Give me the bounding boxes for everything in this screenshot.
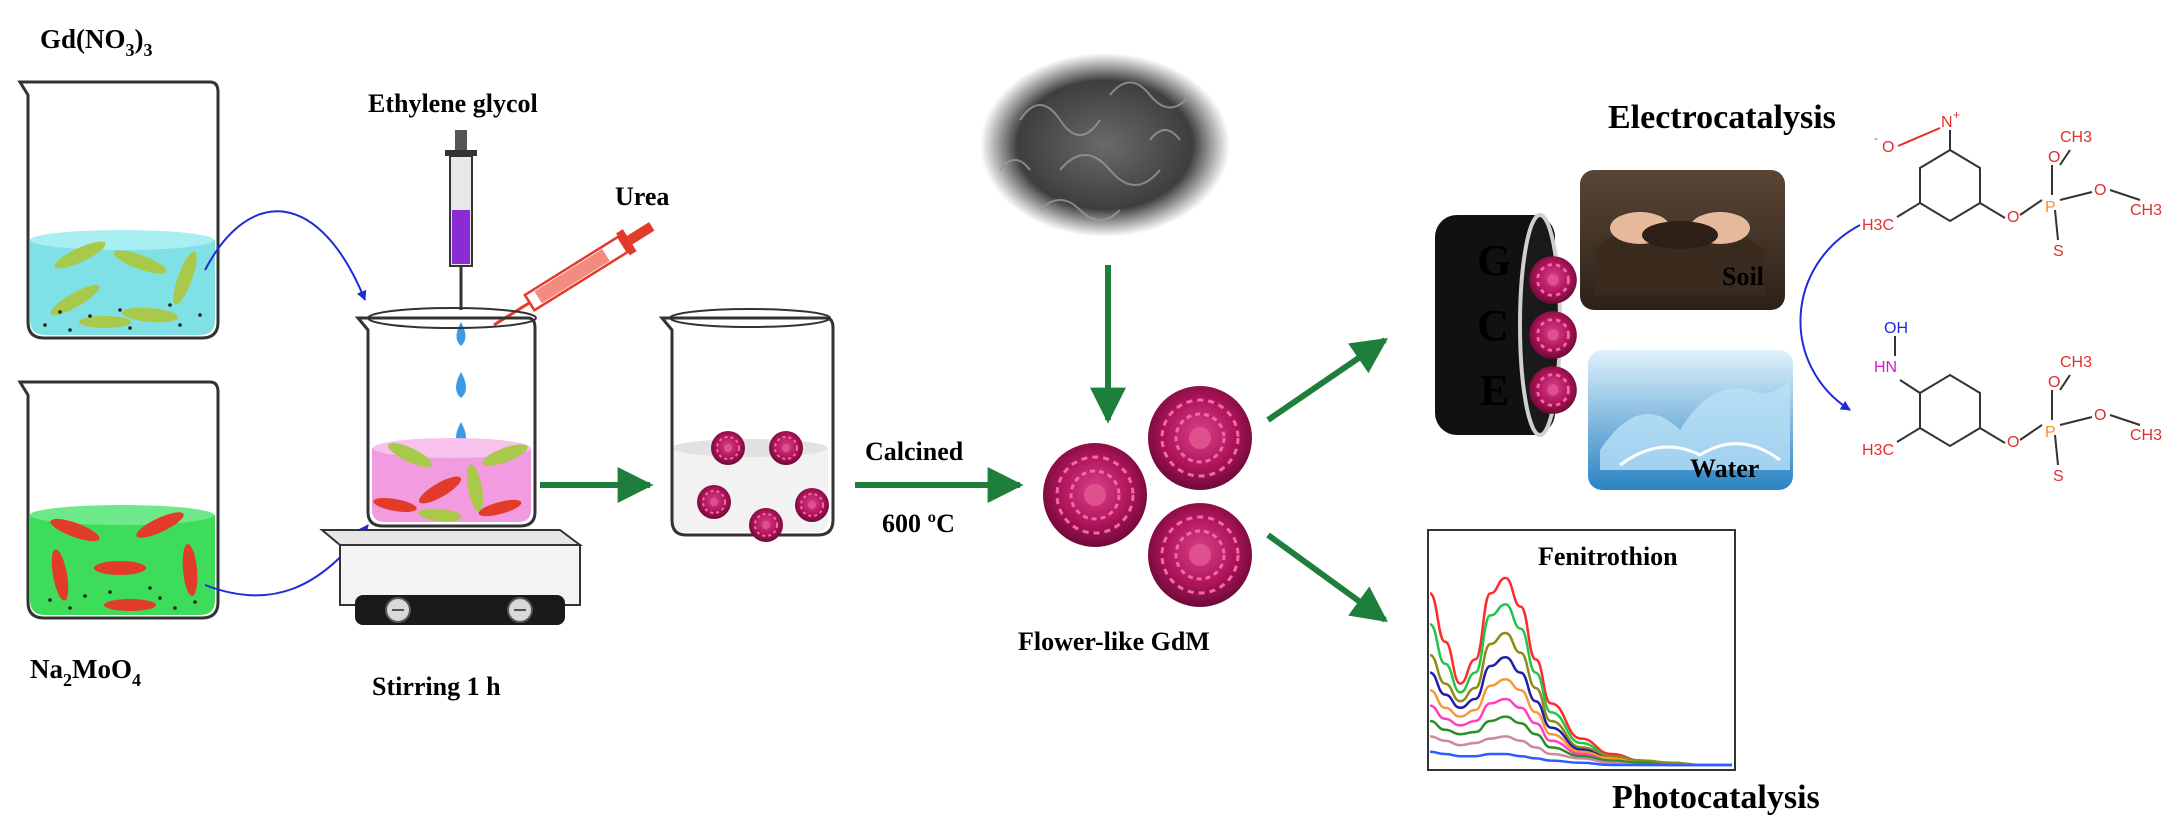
gd-ellipsoid bbox=[173, 251, 197, 305]
urea-syringe bbox=[493, 222, 655, 327]
methyl-label: H3C bbox=[1862, 442, 1894, 459]
mix-ellipsoid bbox=[482, 444, 528, 466]
water-label: Water bbox=[1690, 454, 1759, 483]
mix-ellipsoid bbox=[388, 443, 432, 467]
mix-ellipsoid bbox=[466, 464, 484, 512]
sodium-molybdate-beaker bbox=[17, 380, 220, 620]
methoxy-ch3: CH3 bbox=[2060, 354, 2092, 371]
uv-vis-spectrum-chart: Fenitrothion bbox=[1427, 529, 1736, 771]
nitro-n: N bbox=[1941, 114, 1953, 131]
methoxy-ch3: CH3 bbox=[2060, 129, 2092, 146]
mo-ellipsoid bbox=[182, 544, 198, 596]
gdm-flower bbox=[1041, 441, 1149, 549]
transfer-arrow-gd bbox=[204, 210, 367, 301]
mix-ellipsoid bbox=[373, 497, 417, 513]
fenitrothion-molecule: N + - O H3C O P S O CH3 O CH3 bbox=[1862, 108, 2162, 260]
methoxy-o: O bbox=[2048, 374, 2060, 391]
product-beaker bbox=[658, 308, 835, 543]
phosphorus: P bbox=[2045, 424, 2056, 441]
nitro-n-charge: + bbox=[1953, 108, 1960, 122]
gd-ellipsoid bbox=[79, 316, 131, 328]
ethylene-glycol-label: Ethylene glycol bbox=[368, 89, 538, 118]
mo-ellipsoid bbox=[136, 512, 184, 538]
ether-o: O bbox=[2007, 209, 2019, 226]
spectrum-line-9 bbox=[1429, 750, 1732, 767]
mo-ellipsoid bbox=[50, 518, 100, 542]
mix-ellipsoid bbox=[478, 499, 522, 517]
sulfur: S bbox=[2053, 468, 2064, 485]
arrow-to-electrocatalysis bbox=[1266, 337, 1388, 423]
droplet bbox=[456, 372, 466, 398]
methyl-label: H3C bbox=[1862, 217, 1894, 234]
electrode-letter: E bbox=[1480, 366, 1509, 415]
product-label: Flower-like GdM bbox=[1018, 627, 1210, 656]
methoxy-ch3-2: CH3 bbox=[2130, 202, 2162, 219]
gd-ellipsoid bbox=[113, 250, 167, 274]
stirring-label: Stirring 1 h bbox=[372, 672, 501, 701]
gd-ellipsoid bbox=[122, 307, 178, 323]
photocatalysis-title: Photocatalysis bbox=[1612, 779, 1820, 816]
gdm-flower bbox=[1146, 501, 1254, 609]
water-photo: Water bbox=[1588, 350, 1793, 490]
flower-like-gdm-cluster bbox=[1041, 384, 1254, 609]
nitro-o: O bbox=[1882, 139, 1894, 156]
phosphorus: P bbox=[2045, 199, 2056, 216]
sodium-molybdate-label: Na2MoO4 bbox=[30, 654, 141, 690]
gd-ellipsoid bbox=[54, 241, 106, 269]
droplet bbox=[456, 322, 466, 346]
chart-title: Fenitrothion bbox=[1538, 542, 1678, 571]
spectrum-line-3 bbox=[1429, 631, 1732, 767]
calcined-label: Calcined bbox=[865, 437, 964, 466]
ethylene-glycol-syringe bbox=[445, 130, 477, 310]
reduction-arrow bbox=[1799, 224, 1861, 411]
gdm-flower bbox=[1146, 384, 1254, 492]
mo-ellipsoid bbox=[51, 549, 69, 601]
mix-ellipsoid bbox=[418, 508, 462, 522]
methoxy-o: O bbox=[2048, 149, 2060, 166]
mix-ellipsoid bbox=[418, 476, 462, 504]
chart-series-group bbox=[1428, 576, 1732, 767]
amine-hn: HN bbox=[1874, 359, 1897, 376]
arrow-to-photocatalysis bbox=[1266, 532, 1388, 623]
electrode-letter: G bbox=[1477, 236, 1511, 285]
soil-label: Soil bbox=[1722, 262, 1764, 291]
hydroxylamine-molecule: OH HN H3C O P S O CH3 O CH3 bbox=[1862, 320, 2162, 485]
electrocatalysis-title: Electrocatalysis bbox=[1608, 99, 1836, 136]
mo-ellipsoid bbox=[94, 561, 146, 575]
droplets bbox=[456, 322, 466, 448]
sem-image bbox=[980, 53, 1230, 237]
soil-photo: Soil bbox=[1580, 170, 1785, 310]
methoxy-o-2: O bbox=[2094, 182, 2106, 199]
hot-plate bbox=[319, 529, 583, 625]
gce-electrode: G C E bbox=[1435, 213, 1579, 437]
mo-ellipsoid bbox=[104, 599, 156, 611]
gd-nitrate-label: Gd(NO3)3 bbox=[40, 24, 153, 60]
gd-ellipsoid bbox=[50, 284, 100, 316]
urea-label: Urea bbox=[615, 182, 669, 211]
sulfur: S bbox=[2053, 243, 2064, 260]
nitro-o-charge: - bbox=[1874, 131, 1878, 145]
gd-nitrate-beaker bbox=[17, 80, 220, 340]
hydroxyl-oh: OH bbox=[1884, 320, 1908, 337]
ether-o: O bbox=[2007, 434, 2019, 451]
methoxy-ch3-2: CH3 bbox=[2130, 427, 2162, 444]
temperature-label: 600 ºC bbox=[882, 509, 955, 538]
mixing-beaker bbox=[354, 307, 537, 528]
electrode-letter: C bbox=[1477, 301, 1509, 350]
methoxy-o-2: O bbox=[2094, 407, 2106, 424]
